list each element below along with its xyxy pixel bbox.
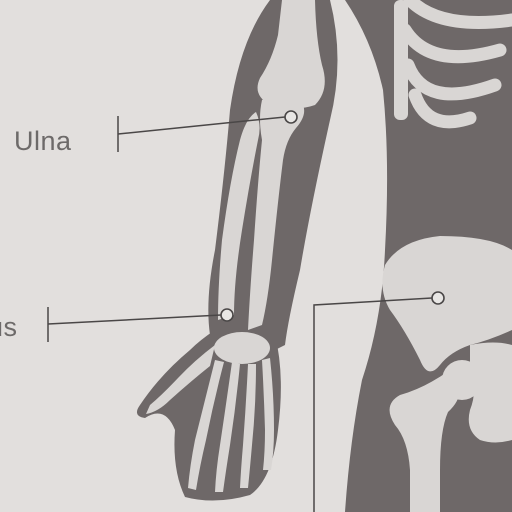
- rib-3: [401, 58, 502, 101]
- femur-shaft: [389, 370, 460, 512]
- ulna-marker: [284, 110, 298, 124]
- pelvis: [382, 236, 512, 443]
- pelvis-marker: [431, 291, 445, 305]
- rib-1: [403, 0, 512, 29]
- radius-leader-line: [47, 314, 222, 325]
- elbow-bones: [257, 0, 325, 109]
- finger-bone-2: [215, 362, 240, 492]
- spine-edge: [394, 0, 408, 120]
- humerus: [257, 0, 325, 109]
- radius-marker: [220, 308, 234, 322]
- rib-2: [398, 23, 507, 64]
- femur: [389, 360, 482, 512]
- ischium: [468, 342, 512, 443]
- pelvis-leader-line: [313, 297, 433, 512]
- thumb-bone: [146, 345, 215, 414]
- finger-bone-4: [262, 358, 274, 470]
- radius-label: us: [0, 312, 18, 342]
- ulna-label: Ulna: [14, 126, 72, 156]
- hand-bones: [146, 332, 274, 492]
- rib-4: [408, 88, 477, 129]
- rib-cage: [398, 0, 512, 129]
- ilium: [382, 236, 512, 372]
- ulna-leader-line: [117, 116, 286, 135]
- radius-bone: [218, 112, 260, 320]
- finger-bone-3: [240, 364, 256, 488]
- leader-lines: [47, 110, 445, 512]
- carpals: [214, 332, 270, 364]
- ulna-bone: [248, 97, 305, 330]
- finger-bone-1: [188, 360, 224, 490]
